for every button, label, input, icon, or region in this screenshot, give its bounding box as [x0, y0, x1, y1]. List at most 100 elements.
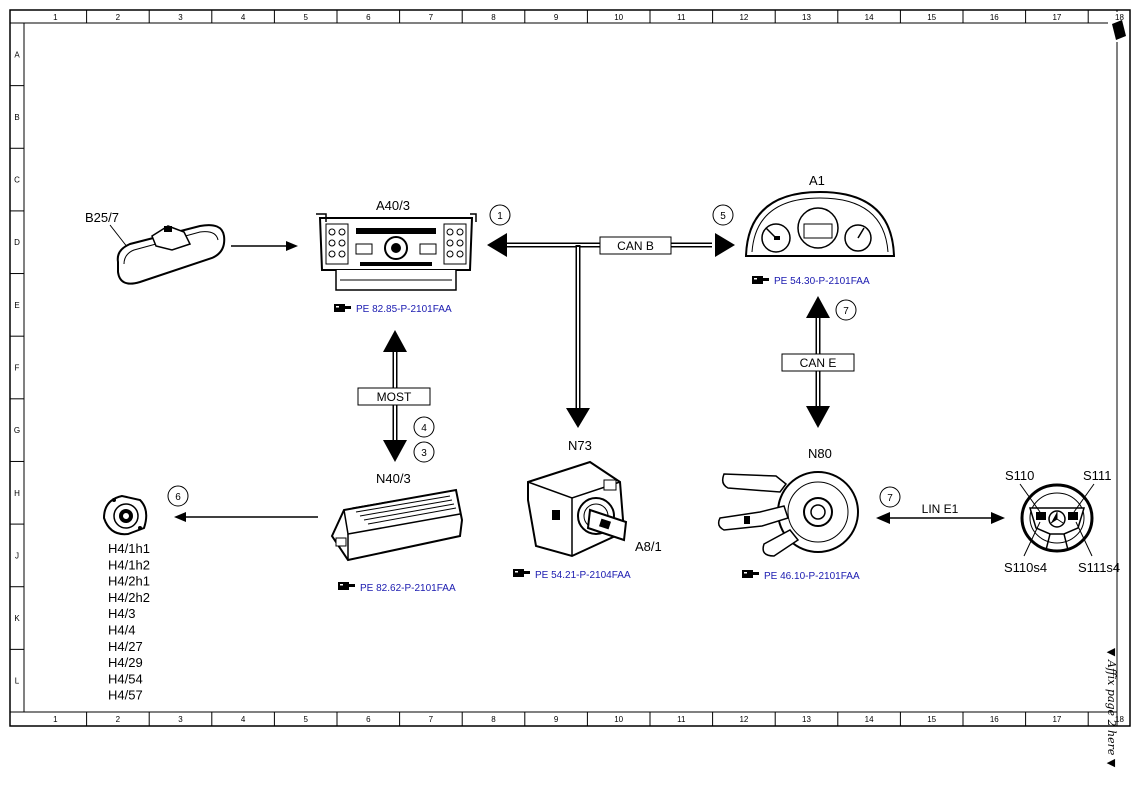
speaker-label: H4/3 — [108, 606, 135, 621]
grid-column-label: 8 — [491, 13, 496, 22]
a40-3-label: A40/3 — [376, 198, 410, 213]
speaker-label: H4/1h1 — [108, 541, 150, 556]
head-unit-icon — [316, 213, 477, 291]
a40-3-reference-link[interactable]: PE 82.85-P-2101FAA — [356, 304, 452, 315]
grid-column-label: 4 — [241, 13, 246, 22]
amplifier-icon — [330, 488, 464, 562]
grid-column-label: 2 — [116, 13, 121, 22]
speaker-label: H4/2h2 — [108, 590, 150, 605]
n73-label: N73 — [568, 438, 592, 453]
marker-3: 3 — [413, 441, 435, 463]
s110-label: S110 — [1005, 468, 1034, 483]
grid-column-label: 7 — [429, 715, 434, 724]
grid-column-label: 13 — [802, 715, 811, 724]
grid-row-label: C — [14, 176, 20, 185]
svg-text:1: 1 — [497, 211, 503, 222]
grid-row-label: D — [14, 238, 20, 247]
marker-5: 5 — [712, 204, 734, 226]
grid-column-label: 2 — [116, 715, 121, 724]
grid-row-label: B — [14, 113, 19, 122]
grid-column-label: 10 — [614, 13, 623, 22]
grid-row-label: K — [14, 614, 20, 623]
grid-column-label: 5 — [303, 13, 308, 22]
grid-column-label: 5 — [303, 715, 308, 724]
b25-7-to-a40-3-arrow — [231, 241, 298, 251]
grid-row-label: J — [15, 551, 19, 560]
grid-column-label: 14 — [865, 715, 874, 724]
speaker-label-list: H4/1h1H4/1h2H4/2h1H4/2h2H4/3H4/4H4/27H4/… — [108, 541, 150, 703]
most-label: MOST — [377, 390, 412, 404]
grid-row-label: A — [14, 50, 20, 59]
n80-reference-link[interactable]: PE 46.10-P-2101FAA — [764, 571, 860, 582]
n80-label: N80 — [808, 446, 832, 461]
lin-e1-bus: LIN E1 — [876, 502, 1005, 524]
marker-6: 6 — [167, 485, 189, 507]
grid-column-label: 17 — [1052, 13, 1061, 22]
steering-column-module-icon — [717, 471, 859, 557]
speaker-label: H4/29 — [108, 655, 143, 670]
speaker-label: H4/57 — [108, 688, 143, 703]
grid-column-label: 11 — [677, 13, 686, 22]
svg-text:7: 7 — [843, 306, 849, 317]
n80-steering-column-module: N80 PE 46.10-P-2101FAA — [717, 446, 860, 582]
n73-reference-link[interactable]: PE 54.21-P-2104FAA — [535, 570, 631, 581]
grid-column-label: 6 — [366, 715, 371, 724]
grid-column-label: 11 — [677, 715, 686, 724]
s110s4-label: S110s4 — [1004, 560, 1047, 575]
grid-column-label: 7 — [429, 13, 434, 22]
grid-column-label: 8 — [491, 715, 496, 724]
mirror-icon — [116, 224, 226, 285]
corner-marker-icon — [1112, 20, 1126, 40]
a8-1-label: A8/1 — [635, 539, 662, 554]
b25-7-label: B25/7 — [85, 210, 119, 225]
s111s4-label: S111s4 — [1078, 560, 1120, 575]
grid-column-label: 16 — [990, 715, 999, 724]
a40-3-head-unit: A40/3 PE 82.85-P-2101FAA — [316, 198, 477, 315]
n40-3-reference-link[interactable]: PE 82.62-P-2101FAA — [360, 583, 456, 594]
a1-label: A1 — [809, 173, 825, 188]
can-b-label: CAN B — [617, 239, 654, 253]
affix-page-note: ▼ Affix page 2 here ▼ — [1105, 648, 1118, 768]
svg-text:6: 6 — [175, 492, 181, 503]
can-e-bus: CAN E — [781, 296, 855, 428]
n73-ignition-switch: N73 A8/1 PE 54.21-P-2104FAA — [513, 438, 662, 581]
grid-column-label: 18 — [1115, 13, 1124, 22]
speaker-label: H4/54 — [108, 671, 143, 686]
speakers-group: H4/1h1H4/1h2H4/2h1H4/2h2H4/3H4/4H4/27H4/… — [102, 494, 150, 703]
b25-7-mirror: B25/7 — [85, 210, 226, 285]
a1-reference-link[interactable]: PE 54.30-P-2101FAA — [774, 276, 870, 287]
speaker-label: H4/1h2 — [108, 557, 150, 572]
grid-column-label: 18 — [1115, 715, 1124, 724]
grid-column-label: 17 — [1052, 715, 1061, 724]
a1-instrument-cluster: A1 PE 54.30-P-2101FAA — [744, 173, 896, 287]
can-e-label: CAN E — [800, 356, 837, 370]
svg-text:5: 5 — [720, 211, 726, 222]
speaker-label: H4/4 — [108, 623, 135, 638]
grid-row-label: H — [14, 489, 20, 498]
steering-wheel-switches: S110 S111 S110s4 S111s4 — [1004, 468, 1120, 575]
instrument-cluster-icon — [744, 190, 896, 257]
ignition-switch-icon — [527, 460, 628, 558]
grid-column-label: 6 — [366, 13, 371, 22]
n40-3-to-speakers-arrow — [174, 512, 318, 522]
can-b-bus: CAN B — [487, 233, 735, 428]
grid-column-label: 13 — [802, 13, 811, 22]
lin-e1-label: LIN E1 — [922, 502, 959, 516]
grid-column-label: 12 — [739, 13, 748, 22]
grid-row-label: L — [15, 677, 20, 686]
grid-column-label: 1 — [53, 13, 58, 22]
grid-column-label: 3 — [178, 13, 183, 22]
speaker-label: H4/2h1 — [108, 574, 150, 589]
speaker-icon — [102, 494, 148, 536]
svg-text:3: 3 — [421, 448, 427, 459]
grid-column-label: 9 — [554, 715, 559, 724]
n40-3-label: N40/3 — [376, 471, 411, 486]
marker-1: 1 — [489, 204, 511, 226]
n40-3-amplifier: N40/3 PE 82.62-P-2101FAA — [330, 471, 464, 594]
speaker-label: H4/27 — [108, 639, 143, 654]
grid-row-label: E — [14, 301, 19, 310]
svg-text:4: 4 — [421, 423, 427, 434]
